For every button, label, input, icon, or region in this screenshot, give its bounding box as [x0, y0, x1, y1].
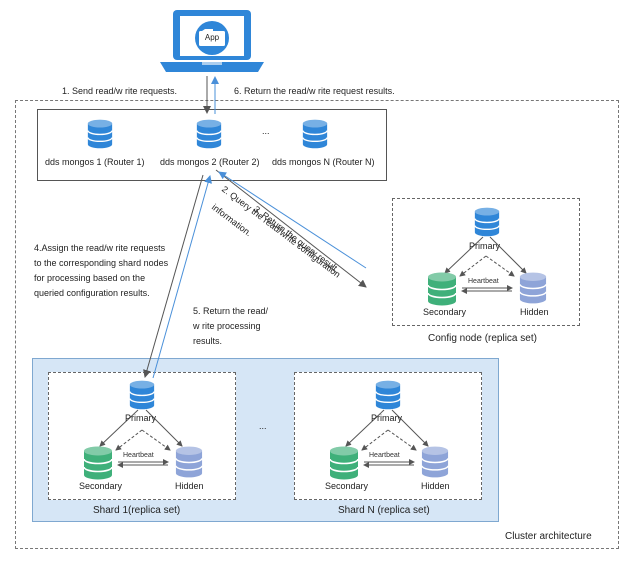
shard-ellipsis: ... — [259, 421, 267, 431]
router-n-db-icon — [302, 119, 328, 149]
cluster-label: Cluster architecture — [505, 531, 592, 542]
router-1-db-icon — [87, 119, 113, 149]
shard-1-replica-graphics — [83, 380, 203, 480]
router-1-label: dds mongos 1 (Router 1) — [45, 157, 145, 167]
shard-1-heartbeat-label: Heartbeat — [123, 452, 154, 459]
shard-n-hidden-label: Hidden — [421, 481, 450, 491]
step-4-line: queried configuration results. — [34, 288, 150, 298]
router-ellipsis: ... — [262, 126, 270, 136]
config-hidden-label: Hidden — [520, 307, 549, 317]
config-secondary-label: Secondary — [423, 307, 467, 317]
router-2-db-icon — [196, 119, 222, 149]
laptop-icon — [160, 10, 264, 72]
shard-n-secondary-label: Secondary — [325, 481, 369, 491]
app-label: App — [204, 33, 220, 42]
config-primary-label: Primary — [469, 241, 500, 251]
step-6-label: 6. Return the read/w rite request result… — [234, 86, 395, 96]
shard-1-secondary-label: Secondary — [79, 481, 123, 491]
shard-n-replica-graphics — [329, 380, 449, 480]
config-node-caption: Config node (replica set) — [428, 333, 537, 344]
step-4-line: 4.Assign the read/w rite requests — [34, 243, 166, 253]
router-2-label: dds mongos 2 (Router 2) — [160, 157, 260, 167]
shard-1-primary-label: Primary — [125, 413, 156, 423]
shard-1-caption: Shard 1(replica set) — [93, 505, 181, 516]
step-5-line: results. — [193, 336, 223, 346]
shard-n-heartbeat-label: Heartbeat — [369, 452, 400, 459]
step-1-label: 1. Send read/w rite requests. — [62, 86, 178, 96]
shard-n-primary-label: Primary — [371, 413, 402, 423]
step-4-line: to the corresponding shard nodes — [34, 258, 169, 268]
step-5-line: 5. Return the read/ — [193, 306, 269, 316]
config-replica-graphics — [427, 207, 547, 306]
step-4-line: for processing based on the — [34, 273, 146, 283]
step-5-label: 5. Return the read/ w rite processing re… — [193, 304, 268, 349]
step-5-line: w rite processing — [193, 321, 261, 331]
cluster-frame — [15, 100, 619, 549]
router-n-label: dds mongos N (Router N) — [272, 157, 375, 167]
step-4-label: 4.Assign the read/w rite requests to the… — [34, 241, 168, 301]
shard-n-caption: Shard N (replica set) — [338, 505, 430, 516]
shard-1-hidden-label: Hidden — [175, 481, 204, 491]
config-heartbeat-label: Heartbeat — [468, 278, 499, 285]
